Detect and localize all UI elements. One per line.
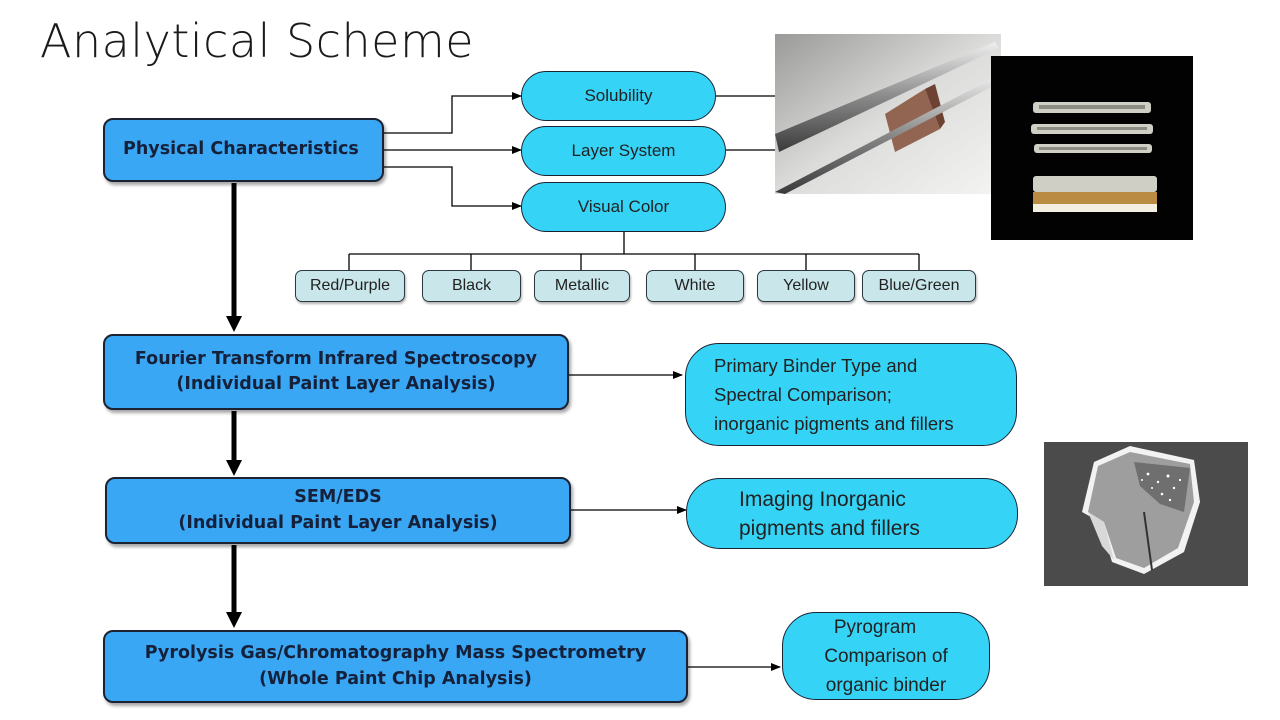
color-tree-lines: [348, 231, 920, 270]
step-physical-characteristics: Physical Characteristics: [103, 118, 384, 182]
step-sublabel: (Individual Paint Layer Analysis): [178, 512, 498, 533]
step-label: Fourier Transform Infrared Spectroscopy: [134, 348, 538, 369]
chip-label: White: [674, 277, 716, 294]
sem-backscatter-image: [1044, 442, 1248, 586]
result-line: organic binder: [825, 674, 947, 696]
step-label: SEM/EDS: [294, 487, 382, 508]
output-solubility: Solubility: [521, 71, 716, 121]
result-line: inorganic pigments and fillers: [714, 413, 954, 434]
paint-layer-cross-section-micrograph: [991, 56, 1193, 240]
step-ftir: Fourier Transform Infrared Spectroscopy …: [103, 334, 569, 410]
color-chip-metallic: Metallic: [534, 270, 630, 302]
result-line: Pyrogram: [833, 616, 917, 638]
step-label: Physical Characteristics: [123, 139, 359, 160]
color-chip-black: Black: [422, 270, 521, 302]
result-line: Comparison of: [824, 645, 948, 667]
result-line: Imaging Inorganic: [739, 487, 906, 511]
chip-label: Blue/Green: [878, 277, 960, 294]
result-sem-eds: Imaging Inorganic pigments and fillers: [686, 478, 1018, 549]
output-visual-color: Visual Color: [521, 182, 726, 232]
step-sem-eds: SEM/EDS (Individual Paint Layer Analysis…: [105, 477, 571, 544]
color-chip-white: White: [646, 270, 744, 302]
chip-label: Metallic: [554, 277, 610, 294]
output-label: Visual Color: [577, 197, 670, 216]
result-ftir: Primary Binder Type and Spectral Compari…: [685, 343, 1017, 446]
chip-label: Yellow: [783, 277, 829, 294]
output-label: Layer System: [571, 141, 676, 160]
output-label: Solubility: [584, 86, 653, 105]
step-pyrolysis-gc-ms: Pyrolysis Gas/Chromatography Mass Spectr…: [103, 630, 688, 703]
result-line: Spectral Comparison;: [714, 384, 892, 405]
branch-arrows: [384, 92, 522, 210]
chip-label: Red/Purple: [309, 277, 391, 294]
page-title: Analytical Scheme: [40, 14, 475, 68]
chip-label: Black: [451, 277, 492, 294]
result-line: pigments and fillers: [739, 516, 920, 540]
photo-link-lines: [716, 95, 776, 151]
step-sublabel: (Whole Paint Chip Analysis): [259, 668, 532, 689]
color-chip-blue-green: Blue/Green: [862, 270, 976, 302]
arrow-to-solubility: [384, 92, 522, 134]
result-line: Primary Binder Type and: [714, 355, 918, 376]
step-label: Pyrolysis Gas/Chromatography Mass Spectr…: [144, 643, 647, 664]
color-chip-yellow: Yellow: [757, 270, 855, 302]
result-pyrolysis: Pyrogram Comparison of organic binder: [782, 612, 990, 700]
arrow-to-visual-color: [384, 166, 522, 210]
step-sublabel: (Individual Paint Layer Analysis): [176, 374, 496, 394]
output-layer-system: Layer System: [521, 126, 726, 176]
main-flow-arrowheads: [226, 316, 242, 628]
paint-chip-in-tweezers-photo: [775, 34, 1001, 194]
color-chip-red-purple: Red/Purple: [295, 270, 405, 302]
